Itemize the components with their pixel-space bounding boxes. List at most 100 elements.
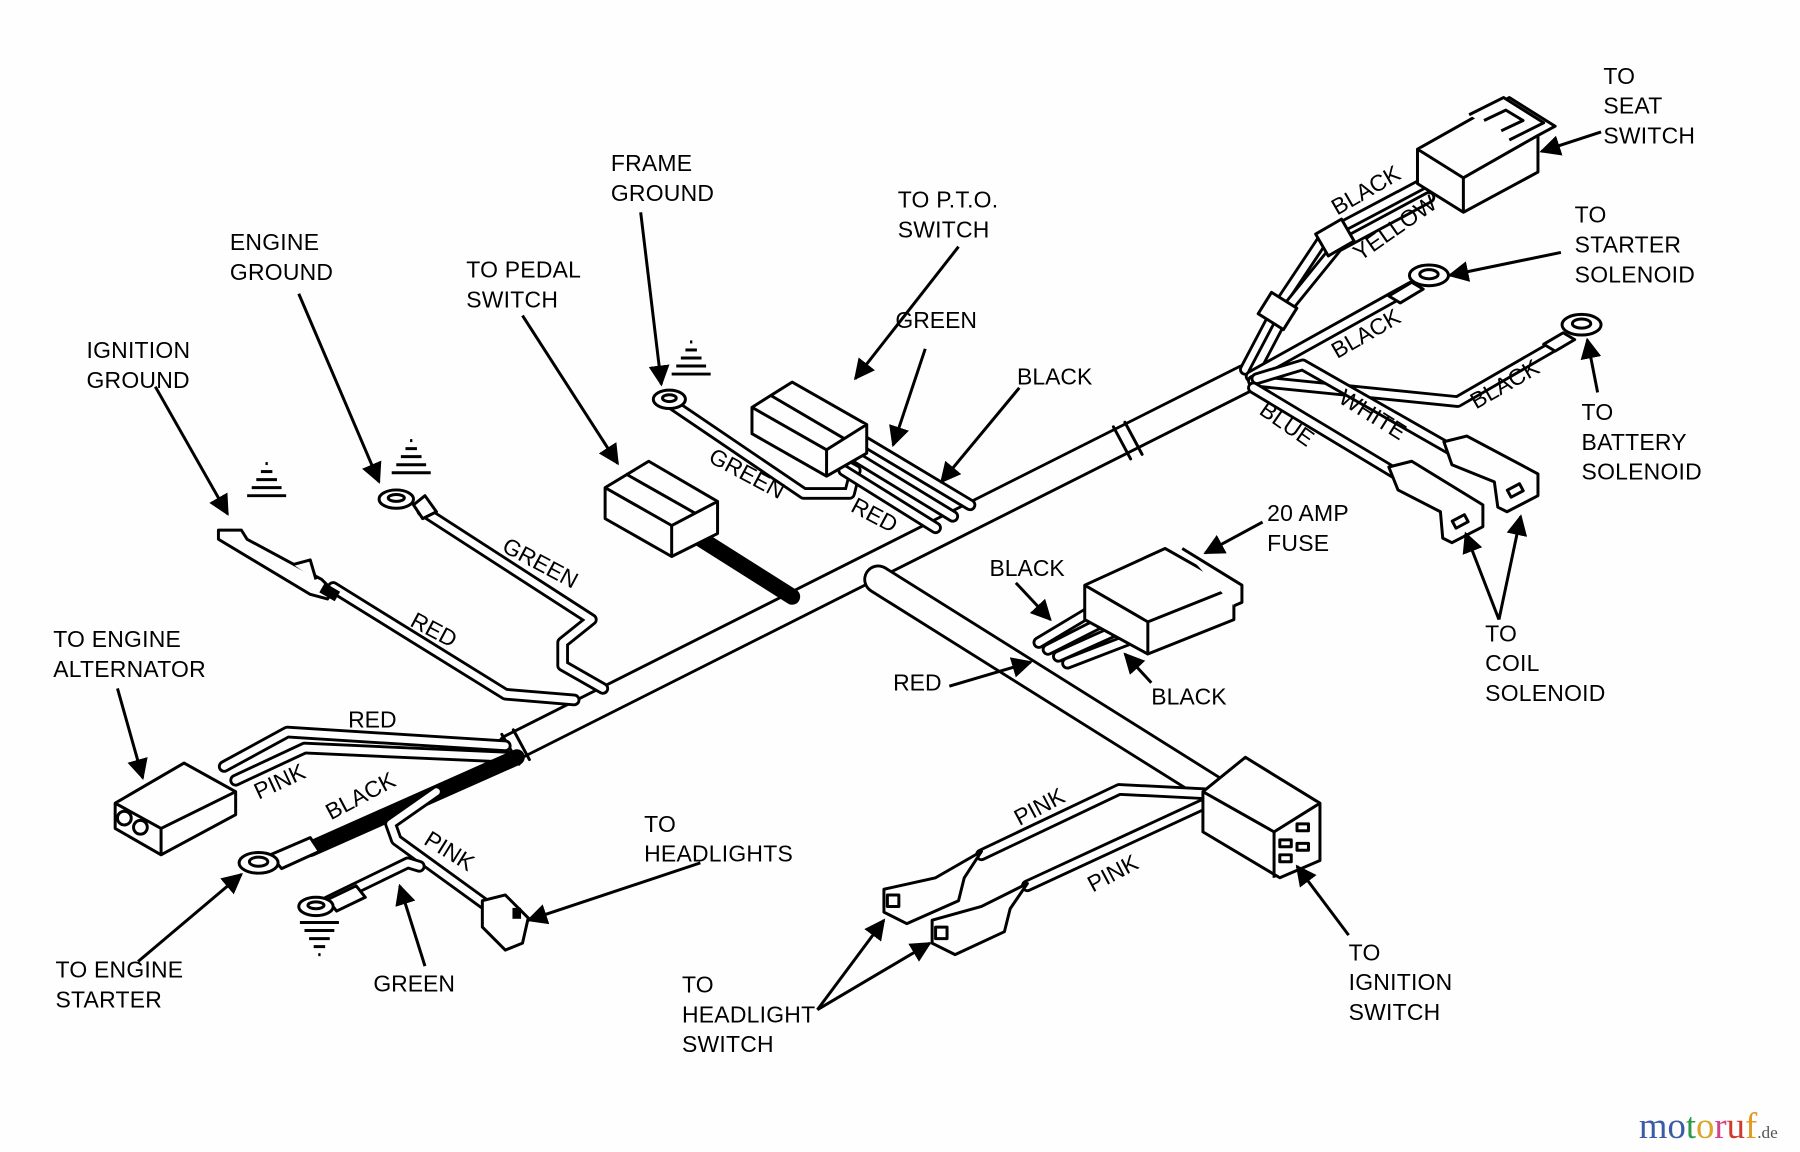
svg-text:TO: TO	[644, 811, 676, 837]
alternator-connector	[113, 761, 238, 857]
svg-text:TO: TO	[1349, 939, 1381, 965]
svg-text:FRAME: FRAME	[611, 150, 692, 176]
starter-solenoid-ring-terminal	[1387, 263, 1450, 305]
svg-text:HEADLIGHT: HEADLIGHT	[682, 1001, 815, 1027]
svg-text:20 AMP: 20 AMP	[1267, 500, 1349, 526]
pto-switch-connector	[750, 380, 869, 478]
svg-text:HEADLIGHTS: HEADLIGHTS	[644, 841, 793, 867]
watermark-letter: o	[1696, 1105, 1714, 1146]
svg-text:TO P.T.O.: TO P.T.O.	[898, 187, 999, 213]
headlights-pink-wire	[384, 785, 495, 913]
frame-ground-ring-terminal	[651, 388, 687, 410]
ground-symbol-icon	[671, 340, 711, 376]
headlight-switch-connector-1	[882, 849, 983, 926]
svg-text:TO ENGINE: TO ENGINE	[56, 957, 184, 983]
svg-text:SOLENOID: SOLENOID	[1485, 680, 1605, 706]
svg-text:GROUND: GROUND	[611, 180, 714, 206]
watermark-letter: o	[1667, 1105, 1685, 1146]
wire-label-pto-green: GREEN	[895, 307, 977, 333]
ground-ring-terminal	[297, 884, 367, 918]
svg-text:GROUND: GROUND	[86, 367, 189, 393]
svg-text:BATTERY: BATTERY	[1582, 429, 1687, 455]
callout-pedal-switch: TO PEDAL SWITCH	[466, 257, 581, 313]
svg-text:SWITCH: SWITCH	[1349, 999, 1441, 1025]
headlight-switch-connector-2	[930, 882, 1029, 957]
engine-ground-ring-terminal	[377, 488, 438, 521]
engine-ground-green-wire	[416, 504, 610, 695]
seat-switch-connector	[1415, 96, 1557, 214]
wire-label-fuse-black-top: BLACK	[989, 555, 1065, 581]
svg-text:TO: TO	[1603, 63, 1635, 89]
svg-text:STARTER: STARTER	[56, 986, 163, 1012]
callout-seat-switch: TO SEAT SWITCH	[1603, 63, 1695, 149]
headlight-switch-wires	[975, 783, 1218, 893]
svg-text:TO: TO	[1582, 399, 1614, 425]
svg-text:SWITCH: SWITCH	[682, 1031, 774, 1057]
watermark-letter: f	[1745, 1105, 1758, 1146]
battery-solenoid-ring-terminal	[1542, 312, 1603, 353]
callout-battery-solenoid: TO BATTERY SOLENOID	[1582, 399, 1702, 485]
callout-coil-solenoid: TO COIL SOLENOID	[1485, 620, 1605, 706]
wire-label-fuse-red: RED	[893, 670, 941, 696]
watermark-tld: .de	[1757, 1123, 1778, 1142]
starter-solenoid-black-wire	[1244, 280, 1419, 383]
callout-engine-starter: TO ENGINE STARTER	[56, 957, 184, 1013]
svg-text:TO PEDAL: TO PEDAL	[466, 257, 581, 283]
ignition-ground-red-wire	[326, 581, 581, 707]
svg-text:GROUND: GROUND	[230, 259, 333, 285]
coil-solenoid-connector-1	[1442, 434, 1540, 514]
watermark-letter: r	[1714, 1105, 1726, 1146]
motoruf-watermark-logo: motoruf.de	[1639, 1105, 1778, 1146]
callout-starter-solenoid: TO STARTER SOLENOID	[1575, 202, 1695, 288]
svg-text:FUSE: FUSE	[1267, 530, 1329, 556]
pto-wires	[837, 429, 977, 535]
svg-text:SOLENOID: SOLENOID	[1575, 261, 1695, 287]
svg-text:motoruf.de: motoruf.de	[1639, 1105, 1778, 1146]
svg-text:ENGINE: ENGINE	[230, 229, 319, 255]
callout-ignition-switch: TO IGNITION SWITCH	[1349, 939, 1453, 1025]
svg-text:STARTER: STARTER	[1575, 231, 1682, 257]
wire-label-alt-red: RED	[348, 706, 396, 732]
ground-symbol-icon	[299, 921, 339, 957]
callout-engine-alternator: TO ENGINE ALTERNATOR	[53, 626, 205, 682]
svg-text:SEAT: SEAT	[1603, 93, 1662, 119]
svg-text:SWITCH: SWITCH	[898, 217, 990, 243]
svg-text:SWITCH: SWITCH	[466, 287, 558, 313]
leader-arrows	[116, 130, 1602, 1012]
pedal-switch-connector	[603, 459, 720, 558]
watermark-letter: u	[1727, 1105, 1745, 1146]
coil-solenoid-wires	[1247, 358, 1464, 483]
svg-text:TO ENGINE: TO ENGINE	[53, 626, 181, 652]
callout-frame-ground: FRAME GROUND	[611, 150, 714, 206]
ignition-branch-trunk	[863, 564, 1232, 807]
callout-fuse: 20 AMP FUSE	[1267, 500, 1349, 556]
svg-text:SWITCH: SWITCH	[1603, 122, 1695, 148]
callout-ignition-ground: IGNITION GROUND	[86, 337, 190, 393]
svg-text:IGNITION: IGNITION	[1349, 969, 1453, 995]
wire-label-ground-green: GREEN	[373, 970, 455, 996]
battery-solenoid-black-wire	[1247, 335, 1568, 408]
wire-label-fuse-black-bottom: BLACK	[1151, 684, 1227, 710]
coil-solenoid-connector-2	[1387, 459, 1485, 545]
callout-headlight-switch: TO HEADLIGHT SWITCH	[682, 972, 815, 1058]
seat-switch-wires	[1239, 177, 1436, 380]
svg-text:SOLENOID: SOLENOID	[1582, 459, 1702, 485]
ground-symbol-icon	[391, 439, 431, 475]
headlights-plug	[480, 893, 530, 952]
watermark-letter: t	[1686, 1105, 1696, 1146]
ignition-switch-connector	[1201, 755, 1322, 880]
engine-starter-ring-terminal	[237, 836, 321, 875]
wire-label-pto-black: BLACK	[1017, 363, 1093, 389]
svg-text:IGNITION: IGNITION	[86, 337, 190, 363]
callout-headlights: TO HEADLIGHTS	[644, 811, 793, 867]
wire-label-battery-sol-black: BLACK	[1466, 353, 1545, 413]
svg-text:TO: TO	[1485, 620, 1517, 646]
watermark-letter: m	[1639, 1105, 1668, 1146]
ground-symbol-icon	[247, 462, 287, 498]
svg-text:TO: TO	[682, 972, 714, 998]
alternator-wires	[217, 725, 518, 787]
svg-text:COIL: COIL	[1485, 650, 1539, 676]
fuse-block	[1083, 546, 1244, 656]
callout-pto-switch: TO P.T.O. SWITCH	[898, 187, 999, 243]
